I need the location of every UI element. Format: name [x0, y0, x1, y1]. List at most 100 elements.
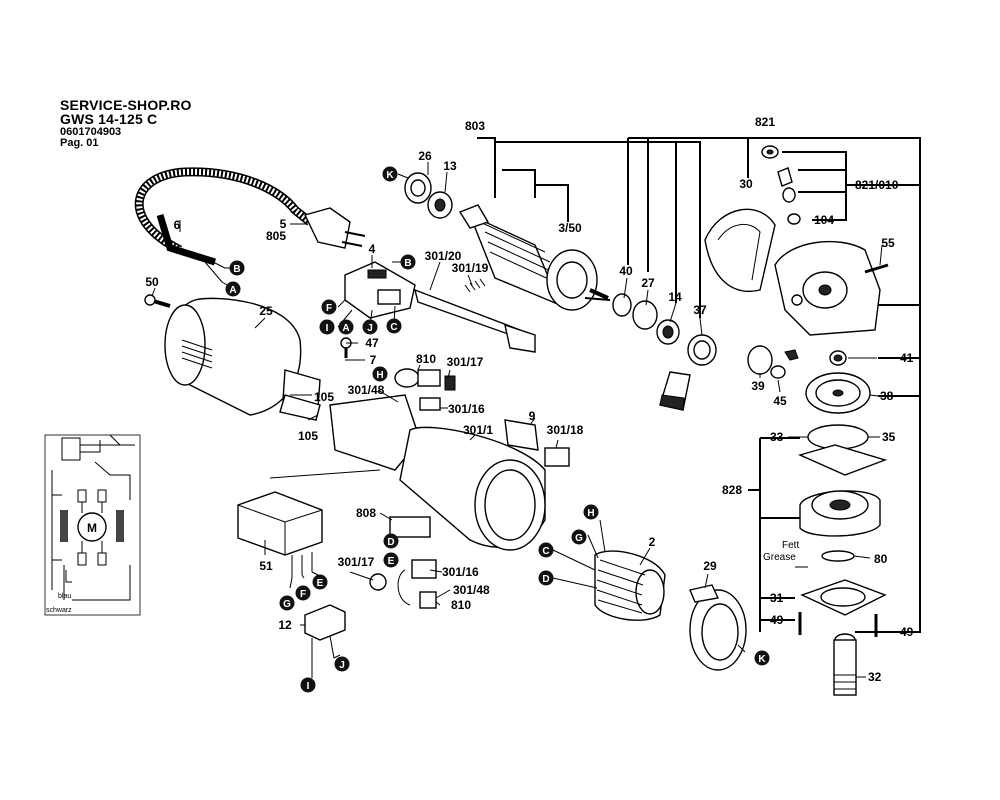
svg-text:F: F — [300, 589, 306, 600]
suppressor-51 — [237, 491, 323, 578]
brush-holder-lower — [369, 559, 437, 609]
callout-G-suppressor: G — [279, 595, 295, 611]
callout-B-cord: B — [229, 260, 245, 276]
svg-text:C: C — [542, 546, 549, 557]
svg-text:H: H — [587, 508, 594, 519]
label-301-1: 301/1 — [463, 423, 493, 437]
part-number: 0601704903 — [60, 125, 122, 138]
callout-I-suppressor: I — [300, 677, 316, 693]
callout-F-suppressor: F — [295, 585, 311, 601]
label-301-19: 301/19 — [452, 261, 489, 275]
armature-assembly — [404, 172, 609, 311]
label-50: 50 — [145, 275, 159, 289]
grease-label-fett: Fett — [782, 540, 799, 551]
label-803: 803 — [465, 119, 485, 133]
label-808: 808 — [356, 506, 376, 520]
callout-K-baffle: K — [754, 650, 770, 666]
svg-text:H: H — [376, 370, 383, 381]
svg-text:D: D — [542, 574, 549, 585]
label-25: 25 — [259, 304, 273, 318]
motor-housing — [164, 297, 321, 421]
svg-text:I: I — [307, 681, 310, 692]
svg-text:J: J — [339, 660, 345, 671]
callout-I-switch: I — [319, 319, 335, 335]
callout-D-stator: D — [538, 570, 554, 586]
connection-callouts: K B A B F I A J C H H G C D D E K G F E … — [225, 166, 770, 693]
label-51: 51 — [259, 559, 273, 573]
bearing-group — [612, 293, 717, 411]
label-104: 104 — [814, 213, 834, 227]
label-805: 805 — [266, 229, 286, 243]
callout-G-stator: G — [571, 529, 587, 545]
svg-text:I: I — [326, 323, 329, 334]
label-301-20: 301/20 — [425, 249, 462, 263]
grease-label-grease: Grease — [763, 552, 796, 563]
label-301-16-a: 301/16 — [448, 402, 485, 416]
shop-name: SERVICE-SHOP.RO — [60, 97, 192, 113]
label-41: 41 — [900, 351, 914, 365]
label-6: 6 — [174, 218, 181, 232]
callout-J-suppressor: J — [334, 656, 350, 672]
suppressor-12 — [304, 604, 346, 670]
label-810-a: 810 — [416, 352, 436, 366]
svg-text:B: B — [404, 258, 411, 269]
wheel-guard — [704, 208, 776, 292]
label-49-a: 49 — [770, 613, 784, 627]
bracket-803 — [477, 137, 701, 318]
spindle-lock-parts — [761, 145, 801, 225]
callout-K-top: K — [382, 166, 398, 182]
gear-set — [747, 345, 871, 414]
callout-H-upper: H — [372, 366, 388, 382]
label-7: 7 — [370, 353, 377, 367]
label-45: 45 — [773, 394, 787, 408]
label-821-010: 821/010 — [855, 178, 899, 192]
svg-text:D: D — [387, 537, 394, 548]
callout-E-suppressor: E — [312, 574, 328, 590]
label-301-17-b: 301/17 — [338, 555, 375, 569]
callout-A-cord: A — [225, 281, 241, 297]
svg-text:J: J — [367, 323, 373, 334]
label-40: 40 — [619, 264, 633, 278]
label-105-a: 105 — [314, 390, 334, 404]
gear-housing — [774, 240, 889, 336]
callout-C-stator: C — [538, 542, 554, 558]
label-5: 5 — [280, 217, 287, 231]
bracket-828 — [748, 437, 800, 632]
main-housing — [329, 394, 570, 551]
callout-A-switch: A — [338, 319, 354, 335]
svg-text:K: K — [386, 170, 394, 181]
part-labels: 26 13 803 821 30 821/010 104 6 5 805 3/5… — [145, 115, 913, 684]
fan-baffle — [689, 584, 747, 671]
svg-text:B: B — [233, 264, 240, 275]
svg-text:C: C — [390, 322, 397, 333]
wire-label-blau: blau — [58, 593, 71, 600]
switch-assembly — [344, 261, 536, 353]
label-47: 47 — [365, 336, 379, 350]
callout-H-stator: H — [583, 504, 599, 520]
label-810-b: 810 — [451, 598, 471, 612]
bearing-flange — [797, 424, 888, 696]
label-301-48-b: 301/48 — [453, 583, 490, 597]
stator — [594, 550, 666, 621]
callout-F-switch: F — [321, 299, 337, 315]
label-13: 13 — [443, 159, 457, 173]
label-33: 33 — [770, 430, 784, 444]
svg-text:K: K — [758, 654, 766, 665]
label-14: 14 — [668, 290, 682, 304]
label-26: 26 — [418, 149, 432, 163]
label-4: 4 — [369, 242, 376, 256]
label-2: 2 — [649, 535, 656, 549]
label-3-50: 3/50 — [558, 221, 582, 235]
wire-label-schwarz: schwarz — [46, 607, 72, 614]
label-29: 29 — [703, 559, 717, 573]
label-9: 9 — [529, 409, 536, 423]
svg-text:A: A — [229, 285, 236, 296]
motor-symbol: M — [87, 521, 97, 535]
svg-text:E: E — [388, 556, 395, 567]
label-30: 30 — [739, 177, 753, 191]
label-301-48-a: 301/48 — [348, 383, 385, 397]
callout-B-switch: B — [400, 254, 416, 270]
label-49-b: 49 — [900, 625, 914, 639]
label-55: 55 — [881, 236, 895, 250]
